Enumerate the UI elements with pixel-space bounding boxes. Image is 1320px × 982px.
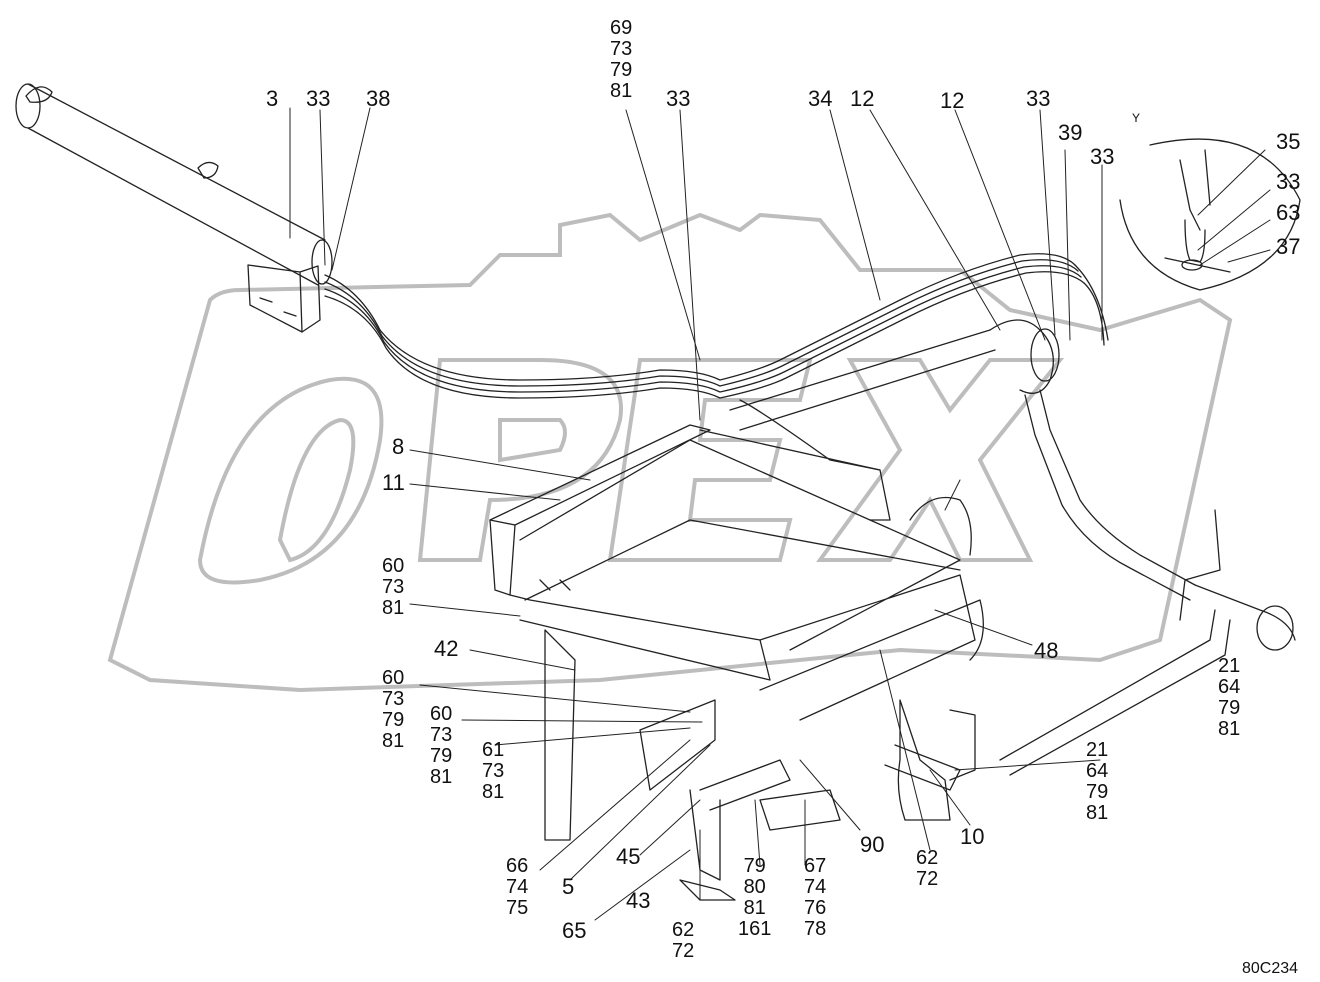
callout-33: 33 (306, 86, 331, 111)
callout-42: 42 (434, 636, 459, 661)
callout-67-stack: 67 74 76 78 (804, 855, 827, 940)
callout-43: 43 (626, 888, 651, 913)
callout-39: 39 (1058, 120, 1083, 145)
callout-10: 10 (960, 824, 985, 849)
watermark-logo (107, 212, 1233, 693)
line-drawing (15, 83, 1301, 921)
callout-33: 33 (1090, 144, 1115, 169)
callout-62-stack: 62 72 (916, 847, 939, 890)
detail-view-y (1119, 138, 1301, 291)
tail-pipe (729, 319, 1296, 776)
leader-lines (289, 107, 1271, 921)
drawing-code: 80C234 (1242, 960, 1299, 977)
callout-62-stack: 62 72 (672, 919, 695, 962)
callout-65: 65 (562, 918, 587, 943)
callout-3: 3 (266, 86, 279, 111)
callout-5: 5 (562, 874, 575, 899)
callout-60-stack: 60 73 81 (382, 555, 405, 619)
callout-60-stack: 60 73 79 81 (430, 703, 453, 788)
frame-box (489, 399, 984, 901)
callout-61-stack: 61 73 81 (482, 739, 505, 803)
callout-60-stack: 60 73 79 81 (382, 667, 405, 752)
exhaust-pipe-bundle (324, 253, 1109, 399)
callout-66-stack: 66 74 75 (506, 855, 529, 919)
callout-8: 8 (392, 434, 405, 459)
callout-12: 12 (940, 88, 965, 113)
callout-12: 12 (850, 86, 875, 111)
callout-48: 48 (1034, 638, 1059, 663)
callout-69-stack: 69 73 79 81 (610, 17, 633, 102)
callout-21-stack: 21 64 79 81 (1218, 655, 1241, 740)
callout-21-stack: 21 64 79 81 (1086, 739, 1109, 824)
callout-63: 63 (1276, 200, 1301, 225)
callout-90: 90 (860, 832, 885, 857)
callout-38: 38 (366, 86, 391, 111)
silencer (15, 83, 333, 333)
callout-33: 33 (1276, 169, 1301, 194)
callout-79-stack: 79 80 81 161 (738, 855, 772, 940)
callout-33: 33 (1026, 86, 1051, 111)
view-marker-y: Y (1132, 111, 1141, 125)
callout-45: 45 (616, 844, 641, 869)
callout-35: 35 (1276, 129, 1301, 154)
callout-37: 37 (1276, 234, 1301, 259)
callout-11: 11 (382, 470, 405, 495)
callout-34: 34 (808, 86, 833, 111)
callout-33: 33 (666, 86, 691, 111)
